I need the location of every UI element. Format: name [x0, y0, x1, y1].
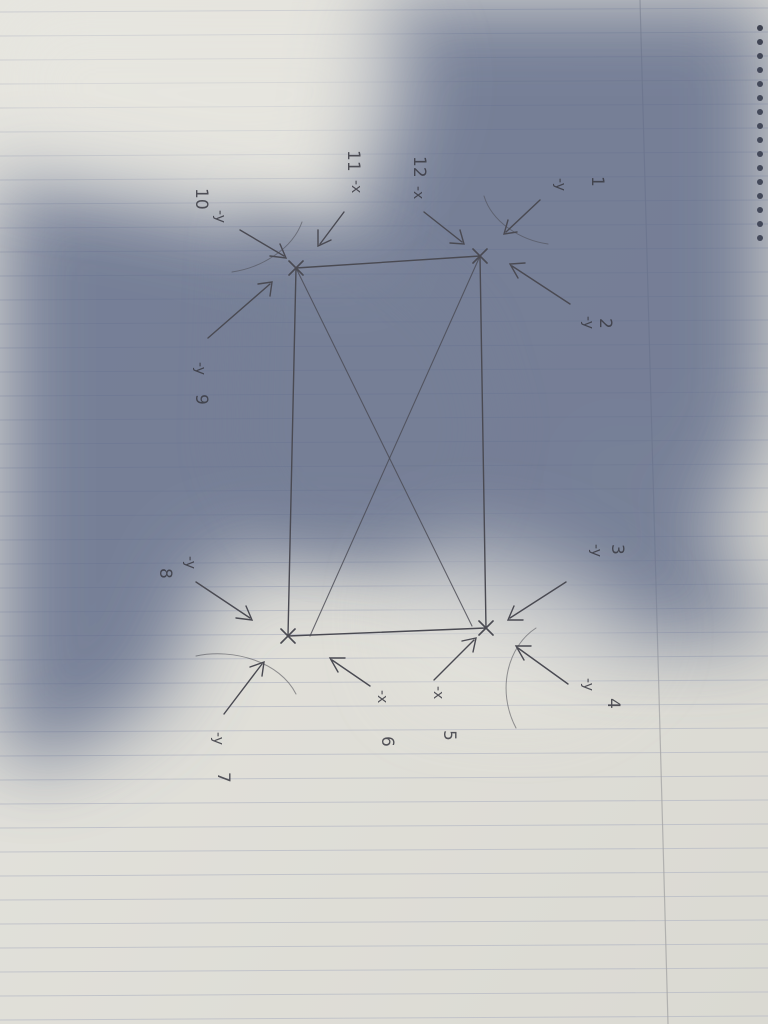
hand-shadow	[0, 0, 768, 760]
arrow-11	[317, 211, 345, 248]
corner-mark-top-left	[288, 260, 304, 276]
label-9-axis: -y	[192, 362, 208, 375]
label-8-num: 8	[155, 568, 175, 579]
ruled-line	[0, 895, 768, 901]
label-1-axis: -y	[552, 178, 568, 191]
label-11-axis: -x	[348, 180, 364, 193]
ruled-line	[0, 727, 768, 733]
arrow-1	[503, 199, 541, 235]
sketch	[195, 195, 571, 729]
label-4-num: 4	[603, 698, 623, 709]
light-patches	[0, 0, 640, 700]
corner-mark-bottom-right	[478, 620, 494, 636]
arrow-7	[223, 660, 265, 715]
arrow-6	[328, 657, 371, 687]
arrow-2	[508, 262, 571, 305]
edge-right	[479, 255, 487, 629]
ruled-line	[0, 775, 768, 781]
labels: 1 -y 2 -y 3 -y 4 -y 5 -x 6	[155, 150, 627, 783]
label-10-num: 10	[191, 188, 211, 210]
ruled-line	[0, 943, 768, 949]
label-10-axis: -y	[212, 210, 228, 223]
arrow-12	[423, 211, 465, 245]
arc-top-right	[483, 195, 549, 245]
edge-bottom	[287, 627, 487, 637]
arrow-10	[239, 229, 288, 259]
ruled-line	[0, 847, 768, 853]
label-3-num: 3	[607, 544, 627, 555]
arrow-4	[514, 645, 569, 685]
diagonal-2	[309, 255, 481, 637]
arrow-5	[433, 637, 477, 681]
ruled-line	[0, 919, 768, 925]
arrow-8	[195, 581, 254, 621]
label-11-num: 11	[343, 150, 363, 172]
corner-mark-top-right	[472, 248, 488, 264]
arrow-9	[207, 281, 273, 339]
label-3-axis: -y	[588, 544, 604, 557]
label-7-axis: -y	[210, 732, 226, 745]
label-8-axis: -y	[182, 556, 198, 569]
label-7-num: 7	[213, 772, 233, 783]
label-5-axis: -x	[430, 686, 446, 699]
ruled-line	[0, 967, 768, 973]
ruled-line	[0, 1015, 768, 1021]
label-2-axis: -y	[580, 316, 596, 329]
edge-top	[295, 255, 481, 269]
corner-mark-bottom-left	[280, 628, 296, 644]
label-12-axis: -x	[410, 186, 426, 199]
label-2-num: 2	[595, 318, 615, 329]
ruled-line	[0, 751, 768, 757]
ruled-line	[0, 871, 768, 877]
arc-bottom-left	[195, 653, 297, 695]
label-5-num: 5	[439, 730, 459, 741]
arc-bottom-right	[505, 627, 537, 729]
label-9-num: 9	[191, 394, 211, 405]
label-6-axis: -x	[374, 690, 390, 703]
ruled-line	[0, 823, 768, 829]
ruled-line	[0, 799, 768, 805]
label-6-num: 6	[377, 736, 397, 747]
arrow-3	[506, 581, 567, 621]
edge-left	[287, 267, 297, 637]
ruled-line	[0, 991, 768, 997]
label-12-num: 12	[409, 156, 429, 178]
diagonal-1	[295, 267, 473, 627]
label-4-axis: -y	[580, 678, 596, 691]
label-1-num: 1	[587, 176, 607, 187]
